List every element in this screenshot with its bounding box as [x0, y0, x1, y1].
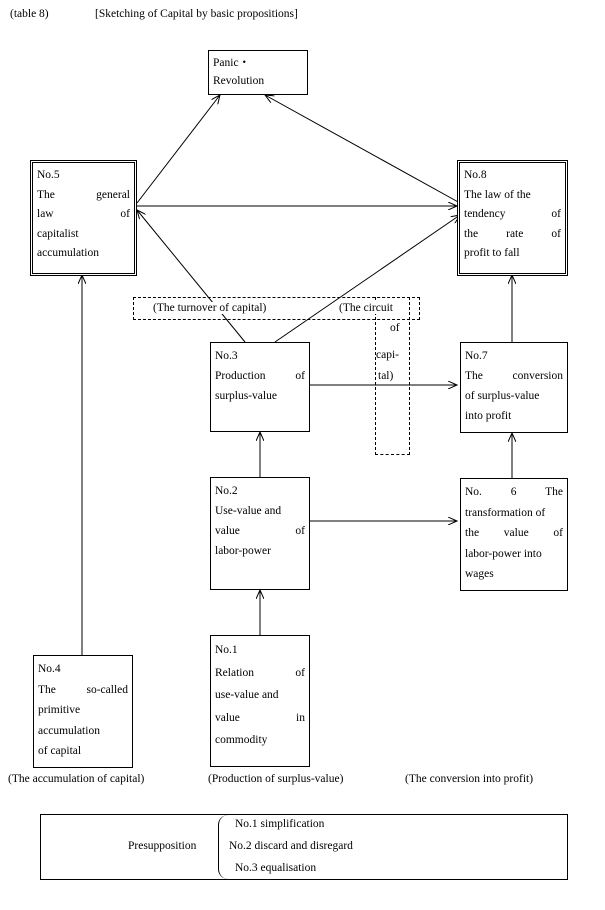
no4-line-4: of capital	[38, 745, 82, 757]
conversion-section-label: (The conversion into profit)	[405, 773, 534, 785]
no6-line-2: the value of	[465, 527, 563, 539]
no5-line-2: law of	[37, 208, 130, 220]
no1-line-3: value in	[215, 711, 305, 724]
no4-line-1: The so-called	[38, 683, 128, 696]
panic-line-1: Panic・	[213, 57, 251, 69]
no4-line-3: accumulation	[38, 724, 100, 737]
circuit-label-line1: (The circuit	[338, 302, 394, 314]
arrow-no5-to-panic	[136, 95, 220, 204]
presupposition-label: Presupposition	[128, 840, 197, 852]
circuit-label-line2: of	[390, 322, 400, 334]
no8-line-3: the rate of	[464, 227, 561, 240]
circuit-dashed-region	[375, 297, 410, 455]
presupposition-brace	[218, 815, 231, 879]
no3-number: No.3	[215, 350, 238, 362]
no2-number: No.2	[215, 485, 238, 497]
no2-line-2: value of	[215, 525, 305, 537]
no7-box: No.7 The conversion of surplus-value int…	[460, 342, 568, 433]
no8-line-1: The law of the	[464, 188, 531, 201]
no1-line-4: commodity	[215, 734, 268, 746]
presupposition-item-1: No.1 simplification	[235, 818, 325, 830]
production-section-label: (Production of surplus-value)	[208, 773, 344, 785]
no3-box: No.3 Production of surplus-value	[210, 342, 310, 432]
no2-line-3: labor-power	[215, 545, 271, 557]
no1-box: No.1 Relation of use-value and value in …	[210, 635, 310, 767]
no8-line-4: profit to fall	[464, 247, 520, 259]
table-number: (table 8)	[10, 8, 49, 20]
no6-line-4: wages	[465, 568, 494, 580]
presupposition-item-2: No.2 discard and disregard	[229, 840, 353, 852]
no4-box: No.4 The so-called primitive accumulatio…	[33, 655, 133, 768]
no2-box: No.2 Use-value and value of labor-power	[210, 477, 310, 590]
no8-number: No.8	[464, 169, 487, 181]
no5-line-4: accumulation	[37, 247, 99, 259]
no6-box: No. 6 The transformation of the value of…	[460, 478, 568, 591]
no1-line-1: Relation of	[215, 666, 305, 679]
diagram-title: [Sketching of Capital by basic propositi…	[95, 8, 298, 20]
no7-number: No.7	[465, 350, 488, 362]
no8-line-2: tendency of	[464, 208, 561, 220]
presupposition-item-3: No.3 equalisation	[235, 862, 317, 874]
no7-line-1: The conversion	[465, 370, 563, 382]
no5-line-1: The general	[37, 188, 130, 201]
arrow-no3-to-no5	[137, 210, 246, 343]
accumulation-section-label: (The accumulation of capital)	[8, 773, 145, 785]
no2-line-1: Use-value and	[215, 505, 282, 517]
panic-line-2: Revolution	[213, 75, 265, 87]
presupposition-box	[40, 814, 568, 880]
no6-line-3: labor-power into	[465, 547, 542, 560]
no6-line-1: transformation of	[465, 506, 546, 519]
turnover-label: (The turnover of capital)	[152, 302, 268, 314]
no6-line-0: No. 6 The	[465, 486, 563, 498]
no5-number: No.5	[37, 169, 60, 181]
turnover-dashed-region	[133, 297, 420, 320]
no7-line-3: into profit	[465, 410, 512, 422]
no5-line-3: capitalist	[37, 227, 79, 240]
no4-number: No.4	[38, 663, 61, 675]
arrow-no3-to-no8	[274, 215, 460, 343]
circuit-label-line4: tal)	[378, 370, 394, 382]
no8-box: No.8 The law of the tendency of the rate…	[457, 160, 568, 276]
no4-line-2: primitive	[38, 704, 81, 716]
no1-number: No.1	[215, 644, 238, 656]
arrow-no8-to-panic	[265, 95, 461, 204]
no1-line-2: use-value and	[215, 689, 279, 701]
no3-line-1: Production of	[215, 370, 305, 382]
panic-revolution-box: Panic・ Revolution	[208, 50, 308, 95]
circuit-label-line3: capi-	[376, 349, 399, 361]
no3-line-2: surplus-value	[215, 390, 277, 402]
no7-line-2: of surplus-value	[465, 390, 540, 402]
no5-box: No.5 The general law of capitalist accum…	[30, 160, 137, 276]
